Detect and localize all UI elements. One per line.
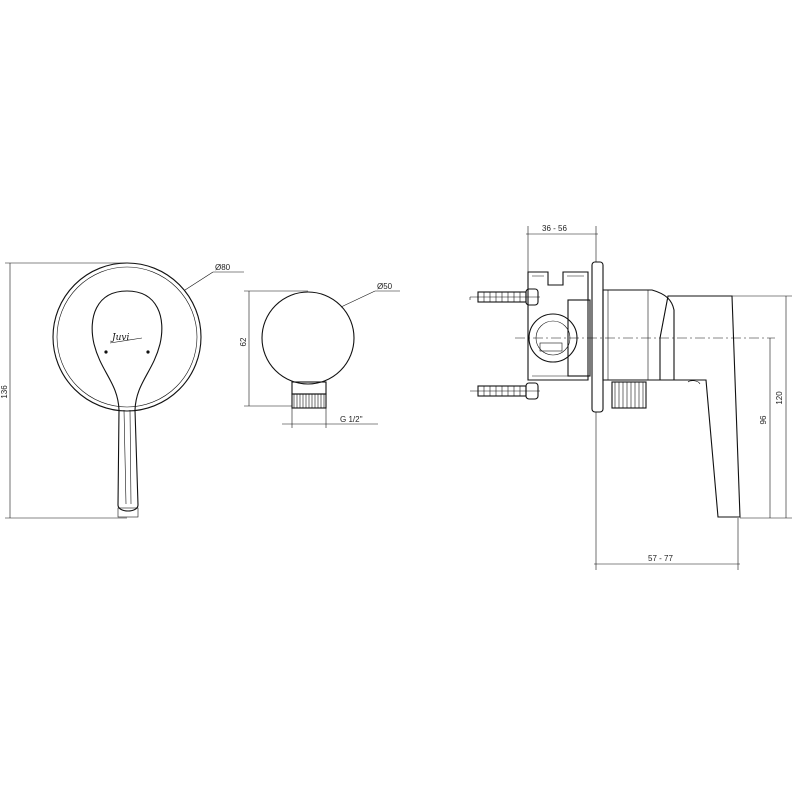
brand-logo: Juvi [110, 333, 129, 343]
dimension-lever-height-outer: 120 [732, 295, 792, 519]
dimension-label-o80: Ø80 [215, 263, 231, 272]
front-view-mixer: Juvi [52, 262, 202, 518]
spindle-housing [602, 289, 675, 381]
lever-inner-highlight [123, 409, 132, 505]
dimension-label-36-56: 36 - 56 [542, 224, 567, 233]
thread-hatching [293, 394, 325, 408]
outlet-disc [261, 291, 355, 385]
indicator-dot-left [104, 350, 108, 354]
indicator-dot-right [146, 350, 150, 354]
dimension-label-120: 120 [775, 391, 784, 405]
dimension-label-57-77: 57 - 77 [648, 554, 673, 563]
front-view-wall-outlet [261, 291, 355, 409]
wall-anchor-top [470, 288, 540, 306]
dimension-outlet-height: 62 [239, 290, 308, 407]
dimension-projection: 57 - 77 [594, 412, 740, 570]
cover-plate-inner [56, 266, 198, 408]
dimension-body-depth: 36 - 56 [526, 224, 598, 272]
logo-underline [109, 337, 143, 344]
dimension-label-thread: G 1/2'' [340, 415, 363, 424]
lever-handle-outline [91, 290, 163, 512]
lever-cap [117, 507, 139, 518]
dimension-label-96: 96 [759, 415, 768, 424]
side-view-assembly [469, 261, 775, 518]
dimension-overall-height: 136 [0, 262, 127, 519]
mounting-bracket [527, 271, 589, 381]
cover-plate-side [591, 261, 604, 413]
dimension-lever-height-inner: 96 [759, 338, 771, 518]
side-outlet-thread [611, 381, 647, 409]
dimension-outlet-diameter: Ø50 [340, 282, 400, 308]
dimension-label-o50: Ø50 [377, 282, 393, 291]
dimension-plate-diameter: Ø80 [184, 263, 244, 291]
lever-side-inner [687, 380, 701, 385]
cartridge-slot [539, 342, 563, 352]
wall-anchor-bottom [470, 382, 540, 400]
dimension-label-136: 136 [0, 385, 9, 399]
dimension-thread: G 1/2'' [282, 408, 378, 428]
lever-side [659, 295, 741, 518]
dimension-label-62: 62 [239, 337, 248, 346]
